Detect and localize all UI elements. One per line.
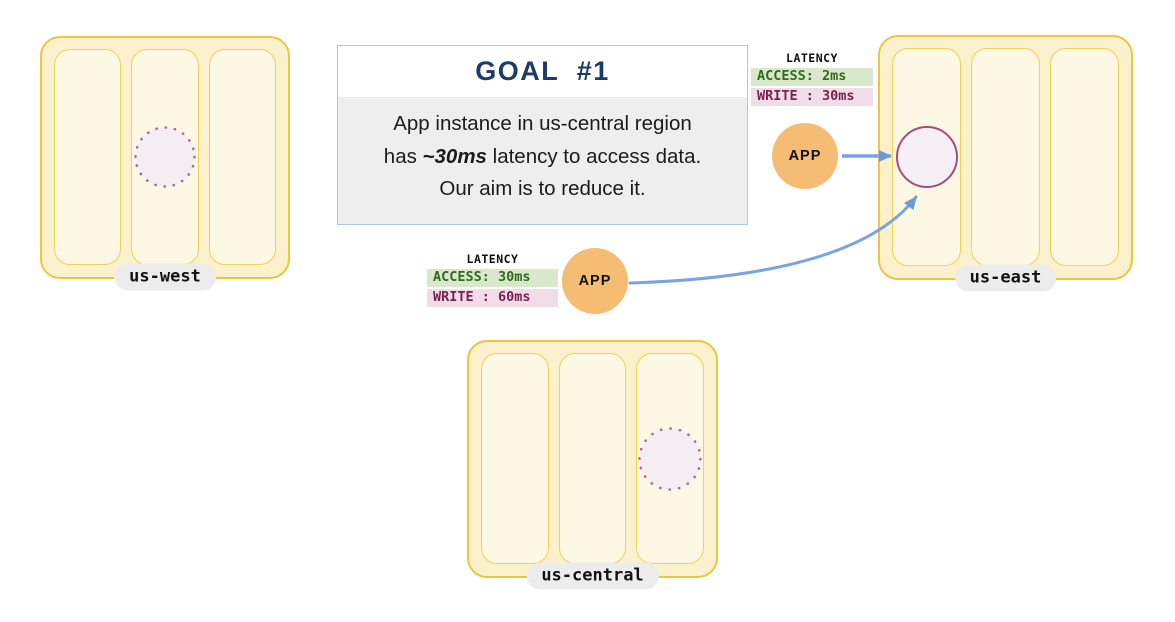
region-label-us-west: us-west	[114, 263, 216, 291]
availability-zone	[971, 48, 1040, 266]
app-label: APP	[578, 273, 612, 289]
availability-zone	[636, 353, 704, 564]
availability-zone	[481, 353, 549, 564]
dotted-placeholder-circle	[637, 426, 703, 492]
access-latency-row: ACCESS: 2ms	[751, 68, 873, 86]
availability-zone	[131, 49, 199, 265]
goal-text-line3: Our aim is to reduce it.	[439, 177, 646, 200]
region-us-central: us-central	[467, 340, 718, 590]
dotted-placeholder-circle	[133, 125, 197, 189]
availability-zone	[1050, 48, 1119, 266]
latency-title: LATENCY	[466, 252, 519, 266]
write-latency-row: WRITE : 30ms	[751, 88, 873, 106]
goal-box: GOAL #1 App instance in us-central regio…	[337, 45, 748, 225]
region-us-west: us-west	[40, 36, 290, 291]
goal-text: App instance in us-central region has ~3…	[338, 97, 747, 224]
app-node-us-central: APP	[562, 248, 628, 314]
latency-table-us-central: LATENCY ACCESS: 30ms WRITE : 60ms	[427, 252, 558, 307]
write-latency-row: WRITE : 60ms	[427, 289, 558, 307]
region-us-east: us-east	[878, 35, 1133, 292]
goal-latency-emphasis: ~30ms	[422, 144, 487, 168]
latency-table-us-east: LATENCY ACCESS: 2ms WRITE : 30ms	[751, 51, 873, 106]
region-label-us-central: us-central	[526, 562, 659, 590]
availability-zone	[892, 48, 961, 266]
app-label: APP	[788, 148, 822, 164]
availability-zone	[558, 353, 626, 564]
database-circle	[895, 126, 958, 188]
goal-title: GOAL #1	[475, 56, 610, 86]
availability-zone	[208, 49, 276, 265]
access-latency-row: ACCESS: 30ms	[427, 269, 558, 287]
goal-text-line2: has ~30ms latency to access data.	[383, 144, 702, 168]
goal-text-line1: App instance in us-central region	[393, 112, 692, 135]
region-label-us-east: us-east	[954, 264, 1057, 292]
app-node-us-east: APP	[772, 123, 838, 189]
latency-title: LATENCY	[786, 51, 838, 65]
availability-zone	[54, 49, 122, 265]
